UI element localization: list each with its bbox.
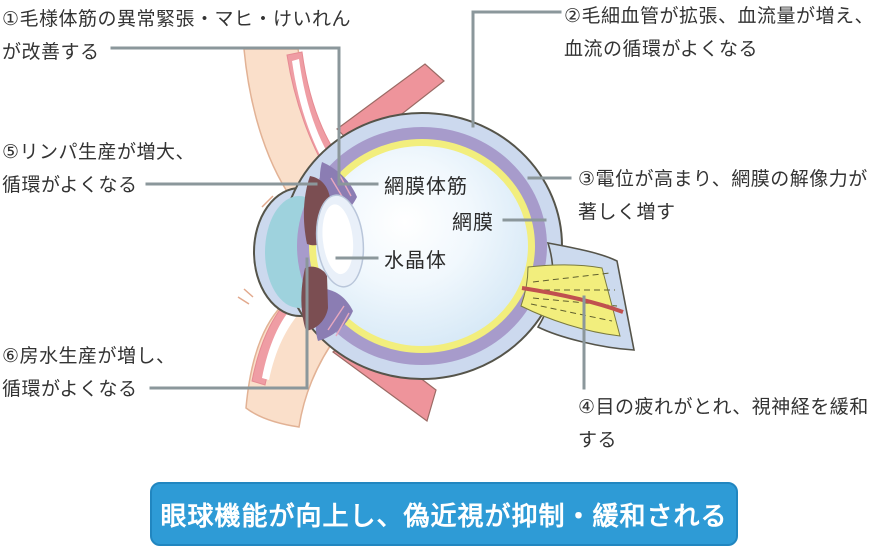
connector-annotation-6 xyxy=(149,257,309,390)
annotation-6-line-1: ⑥房水生産が増し、 xyxy=(2,346,176,367)
annotation-2-line-1: ②毛細血管が拡張、血流量が増え、 xyxy=(564,6,875,27)
annotation-3: ③電位が高まり、網膜の解像力が 著しく増す xyxy=(578,163,868,229)
summary-banner-text: 眼球機能が向上し、偽近視が抑制・緩和される xyxy=(160,500,728,531)
annotation-5: ⑤リンパ生産が増大、 循環がよくなる xyxy=(2,136,195,202)
annotation-6: ⑥房水生産が増し、 循環がよくなる xyxy=(2,340,176,406)
annotation-6-line-2: 循環がよくなる xyxy=(2,379,138,400)
summary-banner: 眼球機能が向上し、偽近視が抑制・緩和される xyxy=(150,482,738,546)
annotation-2-line-2: 血流の循環がよくなる xyxy=(564,39,759,60)
annotation-1: ①毛様体筋の異常緊張・マヒ・けいれん が改善する xyxy=(2,3,351,69)
connector-annotation-1 xyxy=(110,46,379,186)
annotation-4: ④目の疲れがとれ、視神経を緩和 する xyxy=(578,391,869,457)
annotation-5-line-1: ⑤リンパ生産が増大、 xyxy=(2,142,196,163)
part-label-retina: 網膜 xyxy=(452,212,494,234)
part-label-lens: 水晶体 xyxy=(384,250,447,272)
annotation-5-line-2: 循環がよくなる xyxy=(2,175,138,196)
connector-annotation-2 xyxy=(471,10,562,128)
eyeball-shape xyxy=(253,112,563,380)
annotation-1-line-2: が改善する xyxy=(2,42,100,63)
connector-lines xyxy=(110,10,586,390)
optic-nerve-shape xyxy=(520,241,635,351)
annotation-4-line-1: ④目の疲れがとれ、視神経を緩和 xyxy=(578,397,869,418)
annotation-1-line-1: ①毛様体筋の異常緊張・マヒ・けいれん xyxy=(2,9,352,30)
annotation-2: ②毛細血管が拡張、血流量が増え、 血流の循環がよくなる xyxy=(564,0,874,66)
annotation-4-line-2: する xyxy=(578,430,618,451)
part-label-ciliary-muscle: 網膜体筋 xyxy=(384,176,468,198)
annotation-3-line-2: 著しく増す xyxy=(578,202,676,223)
annotation-3-line-1: ③電位が高まり、網膜の解像力が xyxy=(578,169,868,190)
